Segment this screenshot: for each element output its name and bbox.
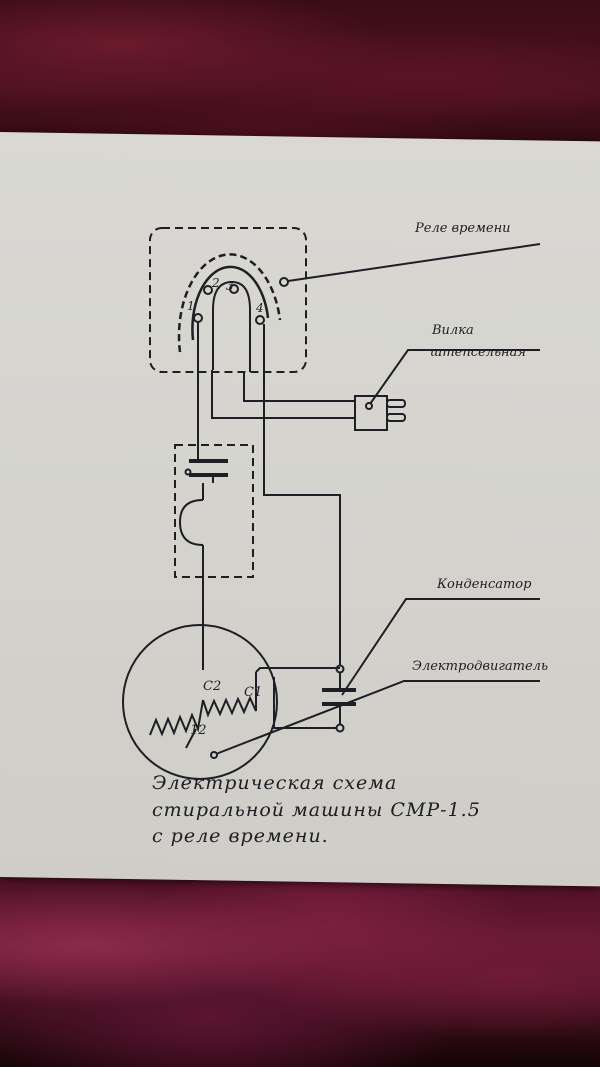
winding-c1-label: C1 [244, 685, 262, 700]
timer-relay-label: Реле времени [414, 221, 511, 236]
wire-capacitor-to-motor [273, 677, 336, 729]
plug-leader-line [369, 349, 540, 405]
terminal-3-label: 3 [226, 279, 234, 293]
winding-c2-label: C2 [203, 679, 221, 694]
relay-leader-line [287, 243, 541, 282]
terminal-1-label: 1 [187, 299, 195, 313]
winding-tap [185, 728, 197, 749]
terminal-2 [203, 285, 213, 295]
wire-plug-bottom [211, 370, 355, 419]
plug-terminal [365, 402, 373, 410]
terminal-3 [229, 284, 239, 294]
terminal-4 [255, 315, 265, 325]
terminal-2-label: 2 [211, 276, 220, 290]
thermal-switch-enclosure [174, 444, 254, 578]
fabric-background-top [0, 0, 600, 150]
relay-housing-terminal [279, 277, 289, 287]
timer-relay-outer-arc [177, 253, 282, 353]
caption-line-1: Электрическая схема [152, 772, 398, 794]
switch-small-terminal [184, 468, 192, 476]
winding-12-label: 12 [190, 723, 207, 738]
winding-c2 [149, 699, 204, 737]
wire-plug-top [243, 372, 355, 402]
plug-body [354, 395, 388, 431]
capacitor-leader-line [341, 598, 540, 696]
plug-pin-lower [386, 413, 406, 422]
terminal-4-label: 4 [255, 301, 264, 315]
motor-housing [122, 624, 278, 780]
wire-winding-to-capacitor [255, 667, 340, 673]
heater-coil [178, 499, 204, 546]
caption-line-2: стиральной машины СМР-1.5 [152, 799, 481, 821]
capacitor-label: Конденсатор [436, 577, 532, 592]
motor-label: Электродвигатель [412, 659, 548, 674]
timer-relay-inner-arc [191, 265, 270, 341]
terminal-1 [193, 313, 203, 323]
caption-line-3: с реле времени. [152, 825, 329, 847]
wire-relay-to-capacitor [263, 324, 341, 666]
timer-relay-enclosure [149, 227, 307, 373]
fabric-background-bottom [0, 865, 600, 1067]
plug-pin-upper [386, 399, 406, 408]
motor-leader-terminal [210, 751, 218, 759]
winding-c1 [202, 672, 257, 718]
capacitor-bottom-terminal [335, 723, 345, 733]
relay-u-contact [212, 280, 251, 372]
motor-leader-line [215, 680, 540, 755]
plug-label-line2: штепсельная [430, 345, 526, 360]
plug-label-line1: Вилка [431, 323, 474, 338]
